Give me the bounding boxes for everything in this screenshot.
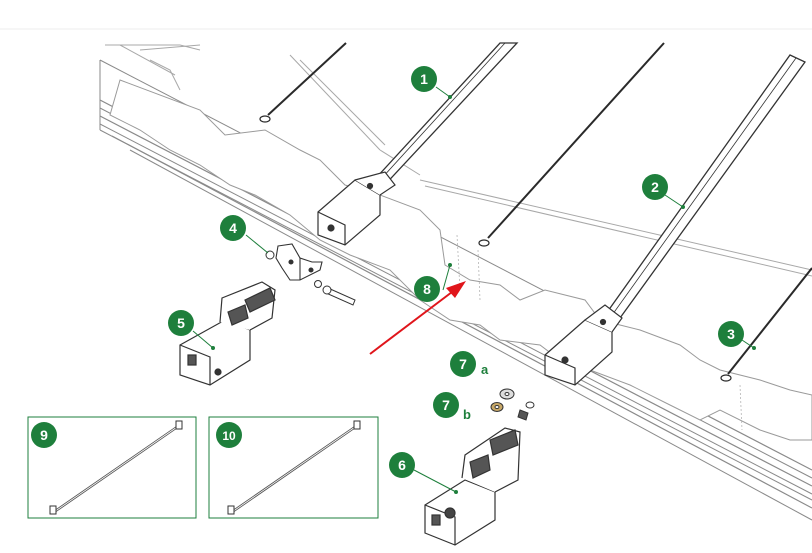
cable-end-fittings bbox=[259, 115, 732, 382]
washers-part-7 bbox=[490, 388, 535, 421]
svg-text:5: 5 bbox=[177, 315, 185, 331]
cable-lines bbox=[267, 42, 812, 375]
svg-text:7: 7 bbox=[459, 356, 467, 372]
hinge-part-6 bbox=[424, 427, 521, 546]
svg-text:7: 7 bbox=[442, 397, 450, 413]
bracket-part-4 bbox=[275, 243, 323, 281]
bolt-screw bbox=[265, 250, 356, 306]
background-struts bbox=[105, 44, 812, 277]
callout-4: 4 bbox=[220, 215, 246, 241]
callout-2: 2 bbox=[642, 174, 668, 200]
rod-block-2 bbox=[544, 304, 623, 386]
callout-8: 8 bbox=[414, 276, 440, 302]
svg-text:6: 6 bbox=[398, 457, 406, 473]
sub-label-b: b bbox=[463, 407, 471, 422]
fabric-band bbox=[109, 79, 812, 441]
callout-7a: 7 bbox=[450, 351, 476, 377]
red-arrow bbox=[369, 281, 466, 355]
callout-10: 10 bbox=[216, 422, 242, 448]
rod-1 bbox=[363, 42, 519, 191]
callout-7b: 7 bbox=[433, 392, 459, 418]
svg-text:3: 3 bbox=[727, 326, 735, 342]
callout-3: 3 bbox=[718, 321, 744, 347]
callout-5: 5 bbox=[168, 310, 194, 336]
svg-text:8: 8 bbox=[423, 281, 431, 297]
sub-label-a: a bbox=[481, 362, 489, 377]
callout-1: 1 bbox=[411, 66, 437, 92]
svg-text:1: 1 bbox=[420, 71, 428, 87]
fabric-seams bbox=[456, 234, 743, 431]
callout-6: 6 bbox=[389, 452, 415, 478]
leader-lines bbox=[192, 86, 755, 493]
leader-dots bbox=[211, 95, 756, 494]
svg-text:9: 9 bbox=[40, 427, 48, 443]
hinge-part-5 bbox=[179, 281, 276, 386]
rod-2 bbox=[601, 54, 806, 319]
svg-text:10: 10 bbox=[222, 429, 236, 443]
rod-block-1 bbox=[317, 171, 396, 246]
svg-text:2: 2 bbox=[651, 179, 659, 195]
callout-9: 9 bbox=[31, 422, 57, 448]
svg-text:4: 4 bbox=[229, 220, 237, 236]
